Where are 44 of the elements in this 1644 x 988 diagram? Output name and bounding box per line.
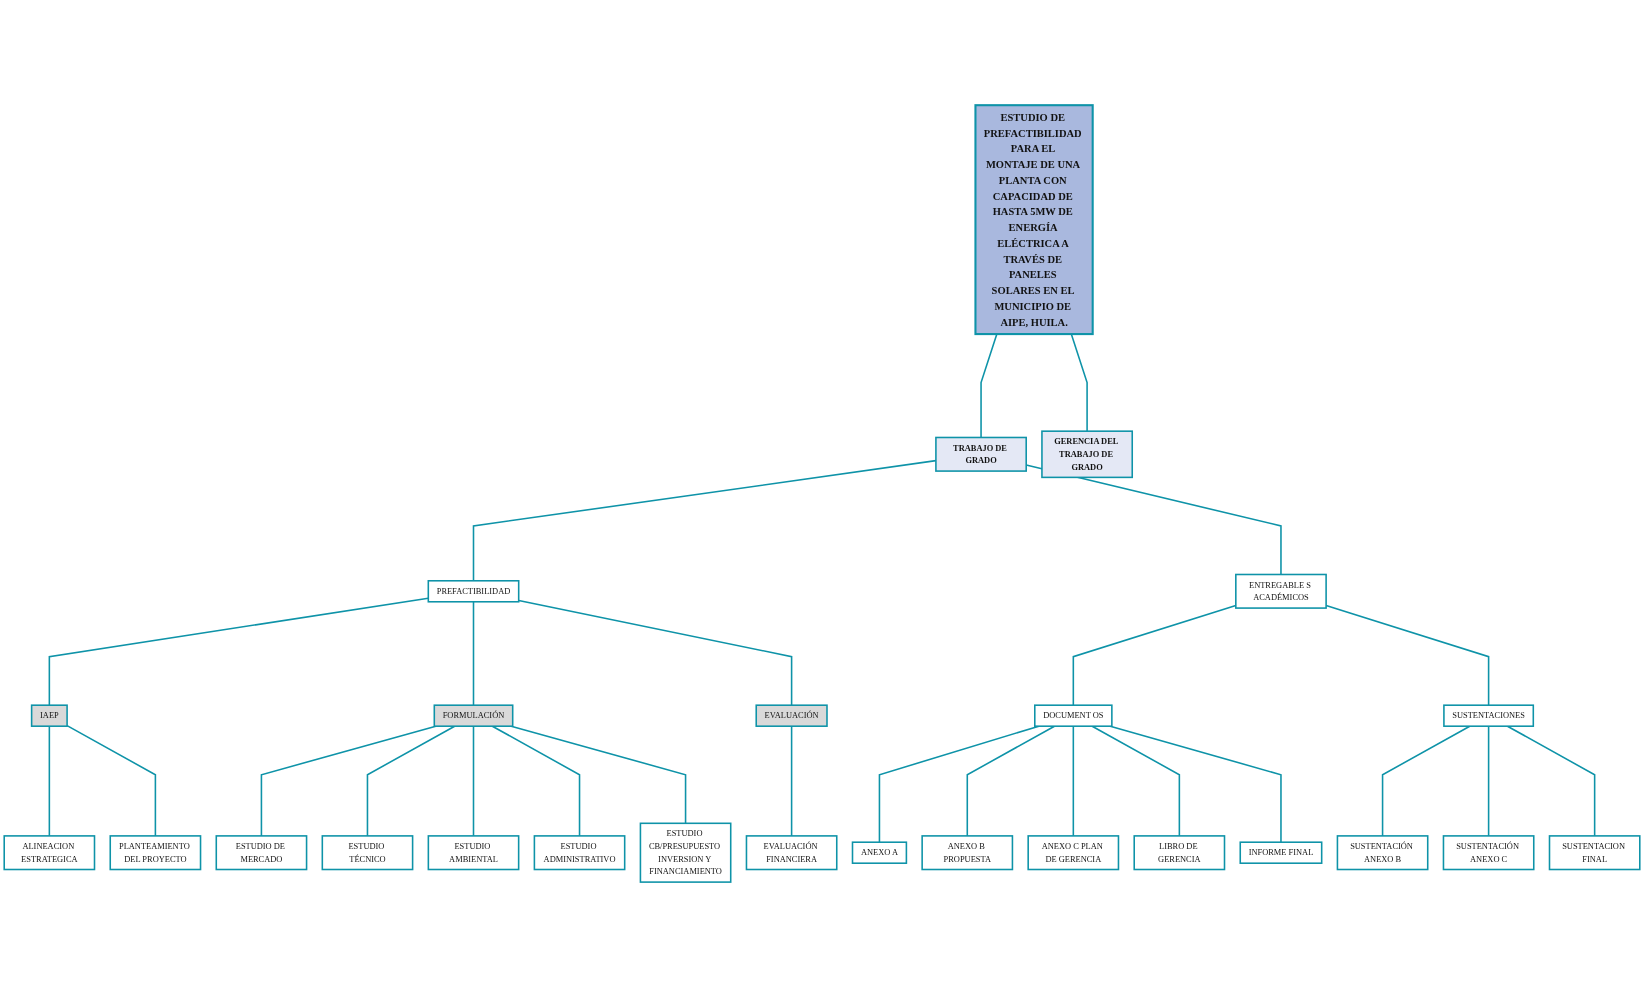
node-box: ESTUDIO CB/PRESUPUESTO INVERSION Y FINANCIAMIENTO [639,822,732,884]
node-box: LIBRO DE GERENCIA [1133,835,1226,871]
node-box: ESTUDIO TÉCNICO [321,835,414,871]
connector [517,600,793,707]
node-box: PLANTEAMIENTO DEL PROYECTO [109,835,202,871]
connector [48,725,51,838]
connector [472,601,475,707]
node-box: IAEP [30,704,68,728]
node-box: ENTREGABLE S ACADÉMICOS [1235,574,1327,610]
node-box: ESTUDIO AMBIENTAL [427,835,520,871]
node-box: ALINEACION ESTRATEGICA [3,835,96,871]
node-box: SUSTENTACIÓN ANEXO C [1442,835,1535,871]
node-box: SUSTENTACIONES [1443,704,1535,728]
node-box: TRABAJO DE GRADO [935,437,1027,473]
node-box: ANEXO A [851,841,908,865]
node-box: GERENCIA DEL TRABAJO DE GRADO [1041,430,1133,479]
connector [491,725,581,838]
node-box: ANEXO B PROPUESTA [921,835,1014,871]
connector [366,725,456,838]
connector [260,725,437,838]
connector [66,725,157,838]
connector [1109,725,1282,844]
node-box: PREFACTIBILIDAD [427,580,520,603]
node-box: ANEXO C PLAN DE GERENCIA [1027,835,1120,871]
connector [510,725,687,825]
connector [966,725,1056,838]
node-box: SUSTENTACION FINAL [1548,835,1641,871]
connector [472,725,475,838]
node-box: DOCUMENT OS [1034,704,1113,728]
node-box: EVALUACIÓN FINANCIERA [745,835,838,871]
connector [1325,605,1490,707]
connector [790,725,793,838]
connector [1381,725,1471,838]
node-box: SUSTENTACIÓN ANEXO B [1336,835,1429,871]
connector [1091,725,1181,838]
node-box: EVALUACIÓN [755,704,828,728]
node-box: ESTUDIO DE MERCADO [215,835,308,871]
node-box: ESTUDIO ADMINISTRATIVO [533,835,626,871]
node-box: INFORME FINAL [1239,841,1323,865]
node-box: ESTUDIO DE PREFACTIBILIDAD PARA EL MONTAJE DE UNA PLANTA CON CAPACIDAD DE HASTA 5MW DE ENERGÍA ELÉCTRICA A TRAVÉS DE PANELES SOLARES EN EL MUNICIPIO DE AIPE, HUILA. [974,104,1094,336]
connector [1487,725,1490,838]
connector [1506,725,1596,838]
node-box: FORMULACIÓN [433,704,514,728]
connector [1072,725,1075,838]
